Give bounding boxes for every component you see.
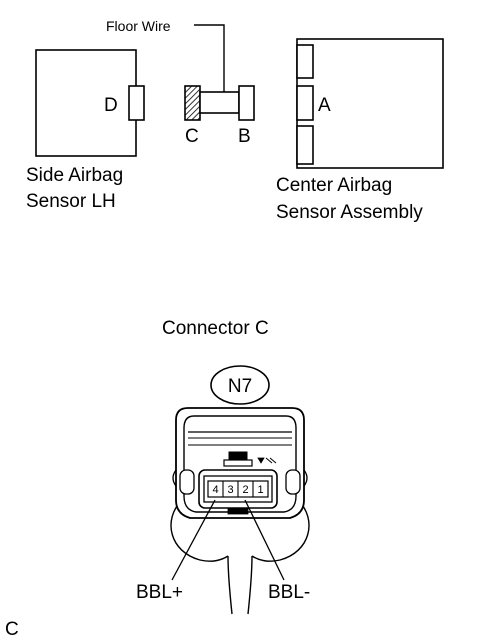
side-airbag-sensor-body	[35, 49, 137, 157]
side-sensor-name-line2: Sensor LH	[26, 191, 116, 212]
connector-code-oval	[210, 365, 270, 405]
bbl-plus-leader	[171, 499, 216, 581]
connector-d-socket	[128, 85, 145, 121]
terminal-block	[198, 469, 278, 515]
pin-1-label: 1	[257, 484, 263, 496]
center-airbag-sensor-body	[296, 38, 444, 169]
wire-bundle	[170, 499, 310, 615]
pin-2-label: 2	[242, 484, 248, 496]
connector-b-label: B	[238, 126, 251, 147]
terminal-bbl-plus-label: BBL+	[136, 582, 183, 603]
floor-wire-label: Floor Wire	[106, 18, 171, 34]
center-sensor-connector-top	[296, 44, 314, 79]
center-sensor-name-line2: Sensor Assembly	[276, 202, 423, 223]
connector-a-label: A	[318, 95, 331, 116]
side-sensor-name-line1: Side Airbag	[26, 165, 123, 186]
figure-tag: C	[5, 619, 19, 640]
connector-b-plug	[238, 85, 255, 121]
floor-wire-harness	[199, 91, 240, 114]
center-sensor-connector-bottom	[296, 125, 314, 165]
pin-3-label: 3	[227, 484, 233, 496]
connector-code: N7	[228, 376, 252, 397]
pin-4-label: 4	[212, 484, 218, 496]
connector-c-label: C	[185, 126, 199, 147]
floor-wire-leader	[194, 24, 225, 92]
connector-a-socket	[296, 85, 314, 121]
bbl-minus-leader	[244, 499, 285, 581]
connector-c-plug	[184, 85, 201, 121]
center-sensor-name-line1: Center Airbag	[276, 175, 392, 196]
connector-d-label: D	[104, 95, 118, 116]
terminal-bbl-minus-label: BBL-	[268, 582, 310, 603]
connector-view-title: Connector C	[162, 318, 269, 339]
